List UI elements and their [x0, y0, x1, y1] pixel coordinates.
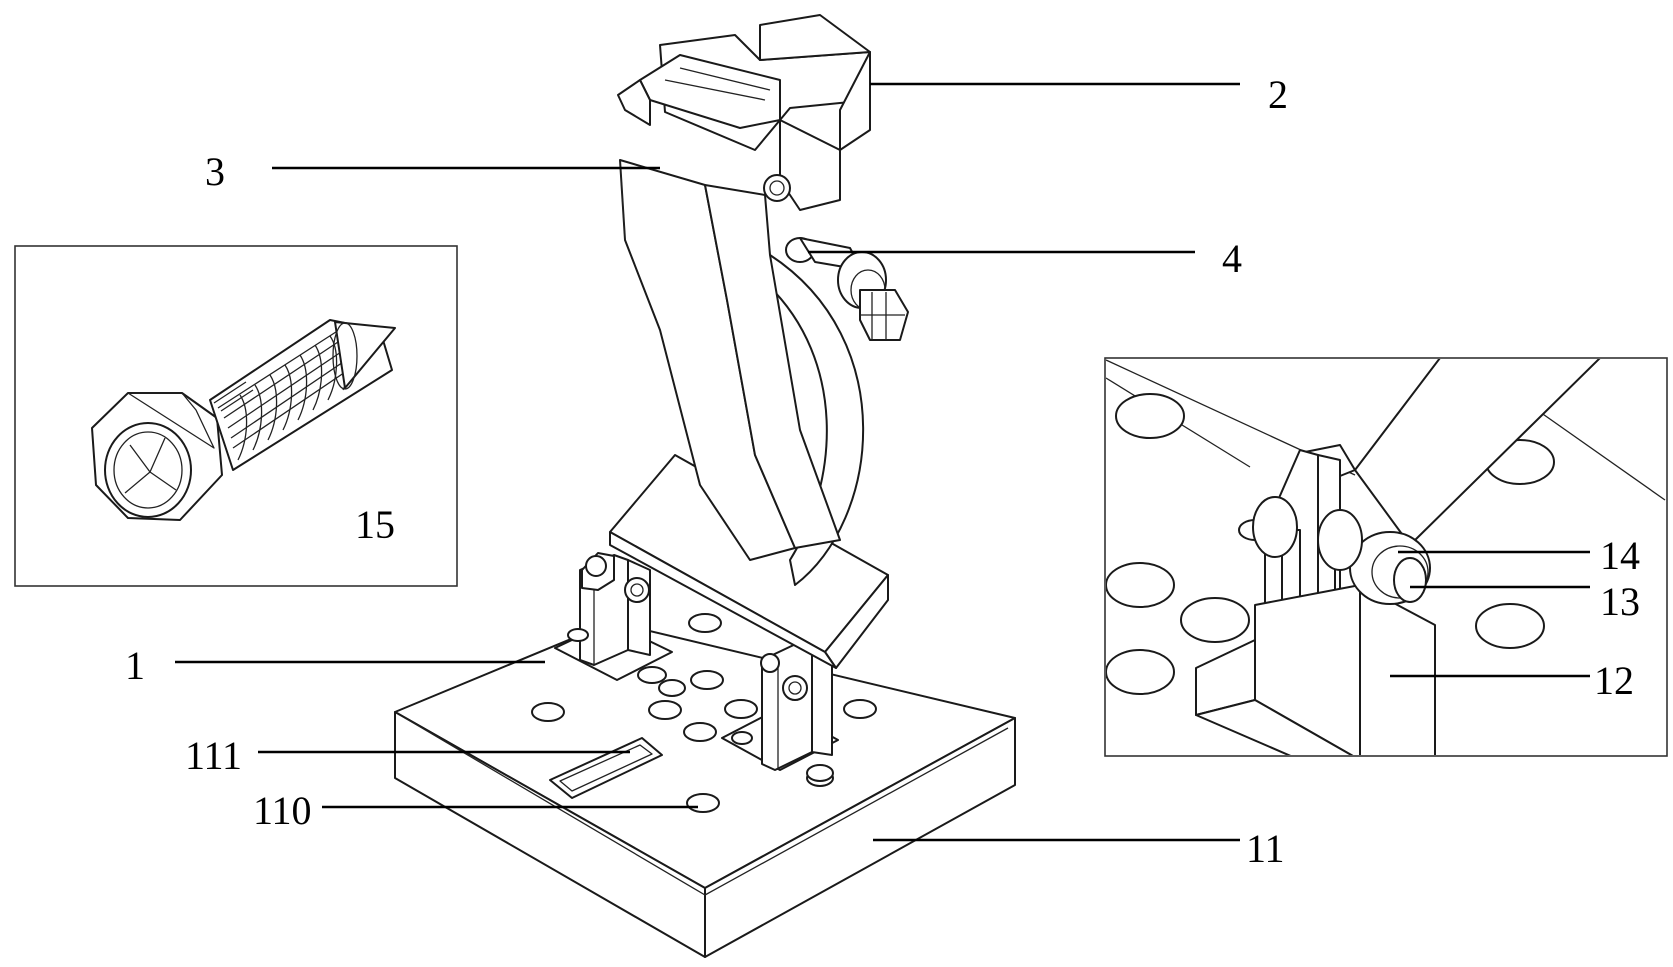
- callout-4: 4: [1222, 236, 1242, 281]
- callout-labels: 2 3 4 15 1 111 110 11 14 13 12: [125, 72, 1640, 871]
- inset-frame-bolt: [14, 245, 458, 587]
- hole: [531, 702, 565, 722]
- callout-15: 15: [355, 502, 395, 547]
- hole: [683, 722, 717, 742]
- pin-13: [1393, 557, 1427, 603]
- callout-3: 3: [205, 149, 225, 194]
- callout-2: 2: [1268, 72, 1288, 117]
- callout-110: 110: [253, 788, 312, 833]
- hole: [843, 699, 877, 719]
- callout-12: 12: [1594, 658, 1634, 703]
- hole: [724, 699, 758, 719]
- callout-11: 11: [1246, 826, 1285, 871]
- bolt-thread: [237, 329, 353, 461]
- base-plate: [394, 621, 1016, 958]
- connector: [785, 237, 909, 341]
- hole: [658, 679, 686, 697]
- callout-13: 13: [1600, 579, 1640, 624]
- bolt-inset: [14, 245, 458, 587]
- hole: [648, 700, 682, 720]
- arm-body: [619, 159, 841, 561]
- left-hinge-bracket: [554, 552, 673, 684]
- inset-frame-hinge: [1104, 357, 1668, 757]
- callout-1: 1: [125, 643, 145, 688]
- head-block: [617, 14, 871, 211]
- arc-plate: [767, 254, 865, 586]
- right-hinge-bracket: [721, 641, 839, 782]
- callout-14: 14: [1600, 533, 1640, 578]
- callout-111: 111: [185, 733, 242, 778]
- leader-lines: [175, 82, 1590, 842]
- hole: [688, 613, 722, 633]
- hole: [690, 670, 724, 690]
- hinge-detail-inset: [1104, 357, 1668, 757]
- hole: [686, 793, 720, 813]
